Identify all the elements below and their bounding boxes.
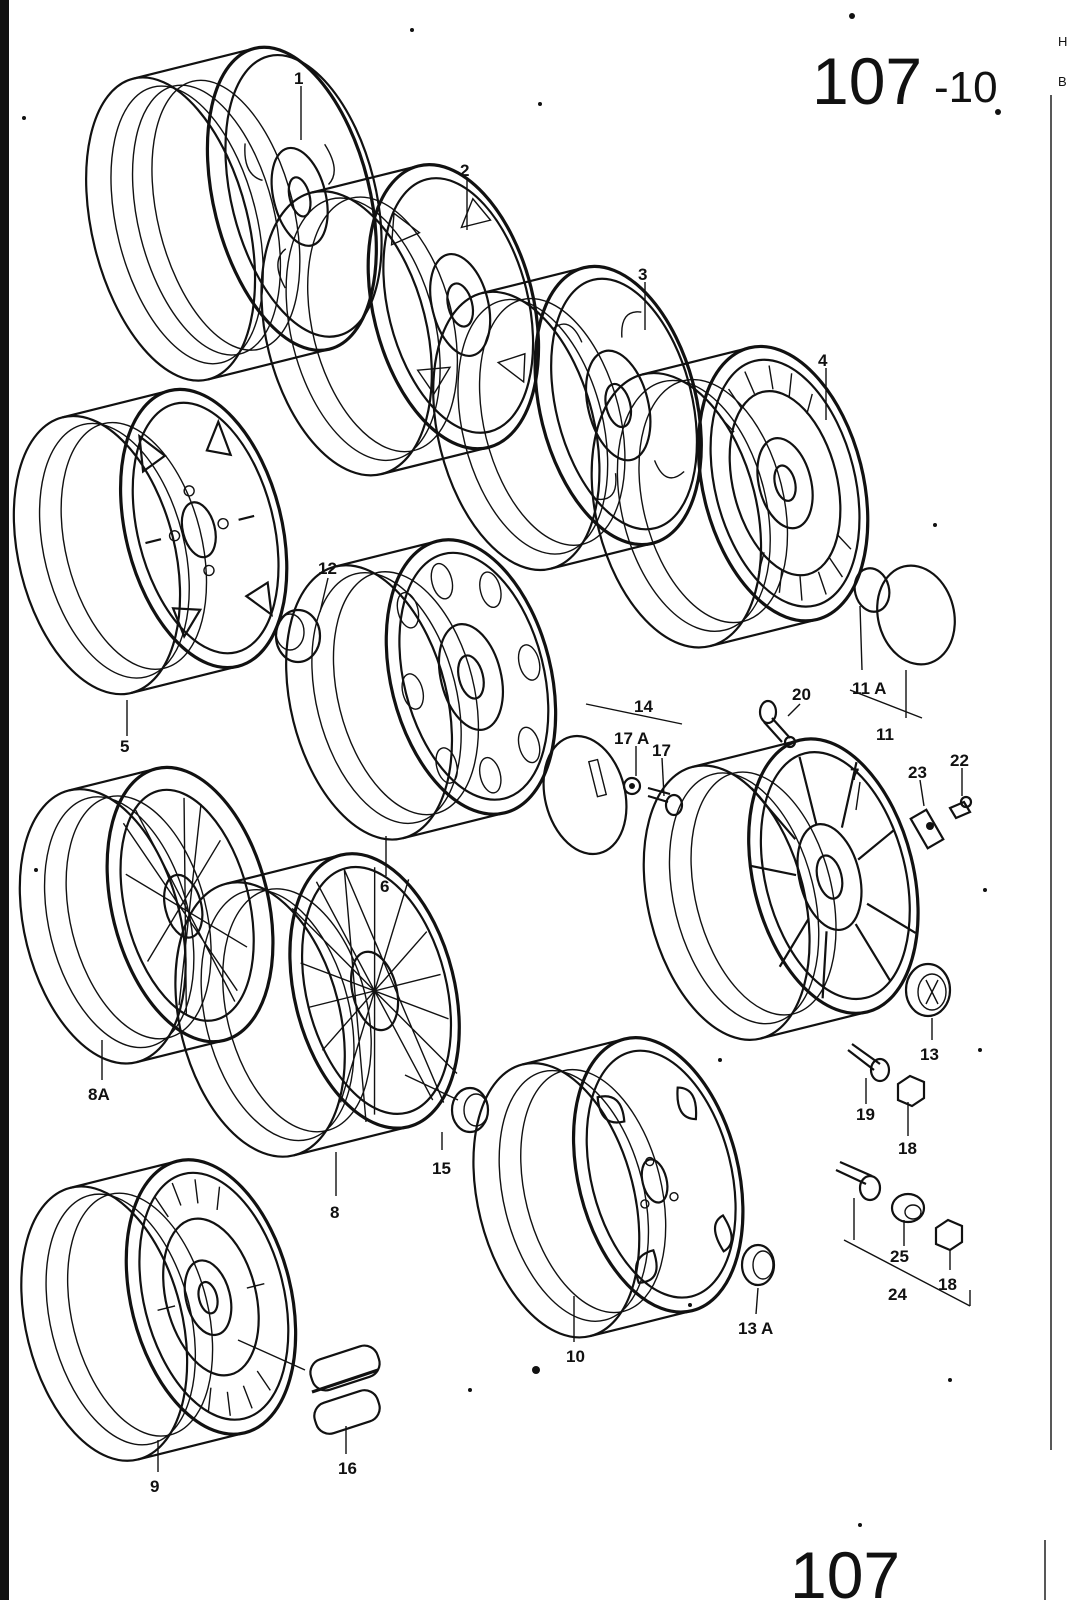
page-number-main: 107 (812, 44, 922, 118)
callout-8a: 8A (88, 1085, 110, 1104)
wheel-2 (260, 163, 541, 477)
callout-17a: 17 A (614, 729, 649, 748)
bolt-19 (847, 1043, 891, 1083)
wheel-4 (590, 344, 870, 649)
callout-23: 23 (908, 763, 927, 782)
callout-8: 8 (330, 1203, 339, 1222)
valve-20 (758, 699, 797, 749)
callout-13: 13 (920, 1045, 939, 1064)
callout-2: 2 (460, 161, 469, 180)
part-23 (909, 808, 945, 850)
wheel-7 (642, 737, 920, 1041)
center-cap-13a (740, 1243, 776, 1287)
callout-1: 1 (294, 69, 303, 88)
nut-18-upper (896, 1074, 926, 1108)
callout-22: 22 (950, 751, 969, 770)
callout-10: 10 (566, 1347, 585, 1366)
wheel-8a (18, 765, 275, 1065)
callout-4: 4 (818, 351, 828, 370)
callout-labels: 1 2 3 4 5 12 6 11 A 11 20 14 17 A 17 7 2… (88, 69, 969, 1496)
part-22 (948, 795, 973, 820)
callout-20: 20 (792, 685, 811, 704)
callout-11: 11 (876, 725, 894, 744)
callout-19: 19 (856, 1105, 875, 1124)
callout-3: 3 (638, 265, 647, 284)
center-cap-15 (404, 1074, 490, 1134)
bottom-page-number: 107 (790, 1538, 900, 1600)
seal-ring-11a (853, 567, 891, 613)
wheel-9 (20, 1158, 298, 1462)
adapter-25 (890, 1192, 926, 1224)
leader-lines (101, 86, 971, 1472)
callout-25: 25 (890, 1247, 909, 1266)
wheel-8 (174, 852, 461, 1158)
callout-16: 16 (338, 1459, 357, 1478)
cover-ring-11 (876, 564, 956, 666)
callout-11a: 11 A (852, 679, 886, 698)
center-cap-13 (904, 962, 952, 1018)
callout-15: 15 (432, 1159, 451, 1178)
callout-5: 5 (120, 737, 129, 756)
callout-18-lower: 18 (938, 1275, 957, 1294)
wheel-3 (432, 264, 703, 572)
washer-17a (622, 776, 642, 796)
callout-14: 14 (634, 697, 653, 716)
callout-12: 12 (318, 559, 337, 578)
wheel-5 (12, 387, 289, 696)
left-border-bar (0, 0, 9, 1600)
callout-18-upper: 18 (898, 1139, 917, 1158)
callout-9: 9 (150, 1477, 159, 1496)
callout-7: 7 (850, 765, 859, 784)
callout-13a: 13 A (738, 1319, 773, 1338)
wheel-10 (472, 1036, 745, 1339)
page-number-sub: -10 (934, 63, 998, 112)
cover-clip-16 (237, 1339, 381, 1435)
wheel-1 (85, 45, 383, 382)
wheel-6 (285, 538, 558, 841)
callout-24: 24 (888, 1285, 907, 1304)
scan-speckles (22, 13, 1001, 1527)
edge-mark-b: B (1058, 74, 1067, 89)
callout-17: 17 (652, 741, 671, 760)
nut-18-lower (934, 1218, 964, 1252)
callout-6: 6 (380, 877, 389, 896)
edge-mark-h: H (1058, 34, 1067, 49)
lock-bolt-set-24 (835, 1160, 964, 1252)
